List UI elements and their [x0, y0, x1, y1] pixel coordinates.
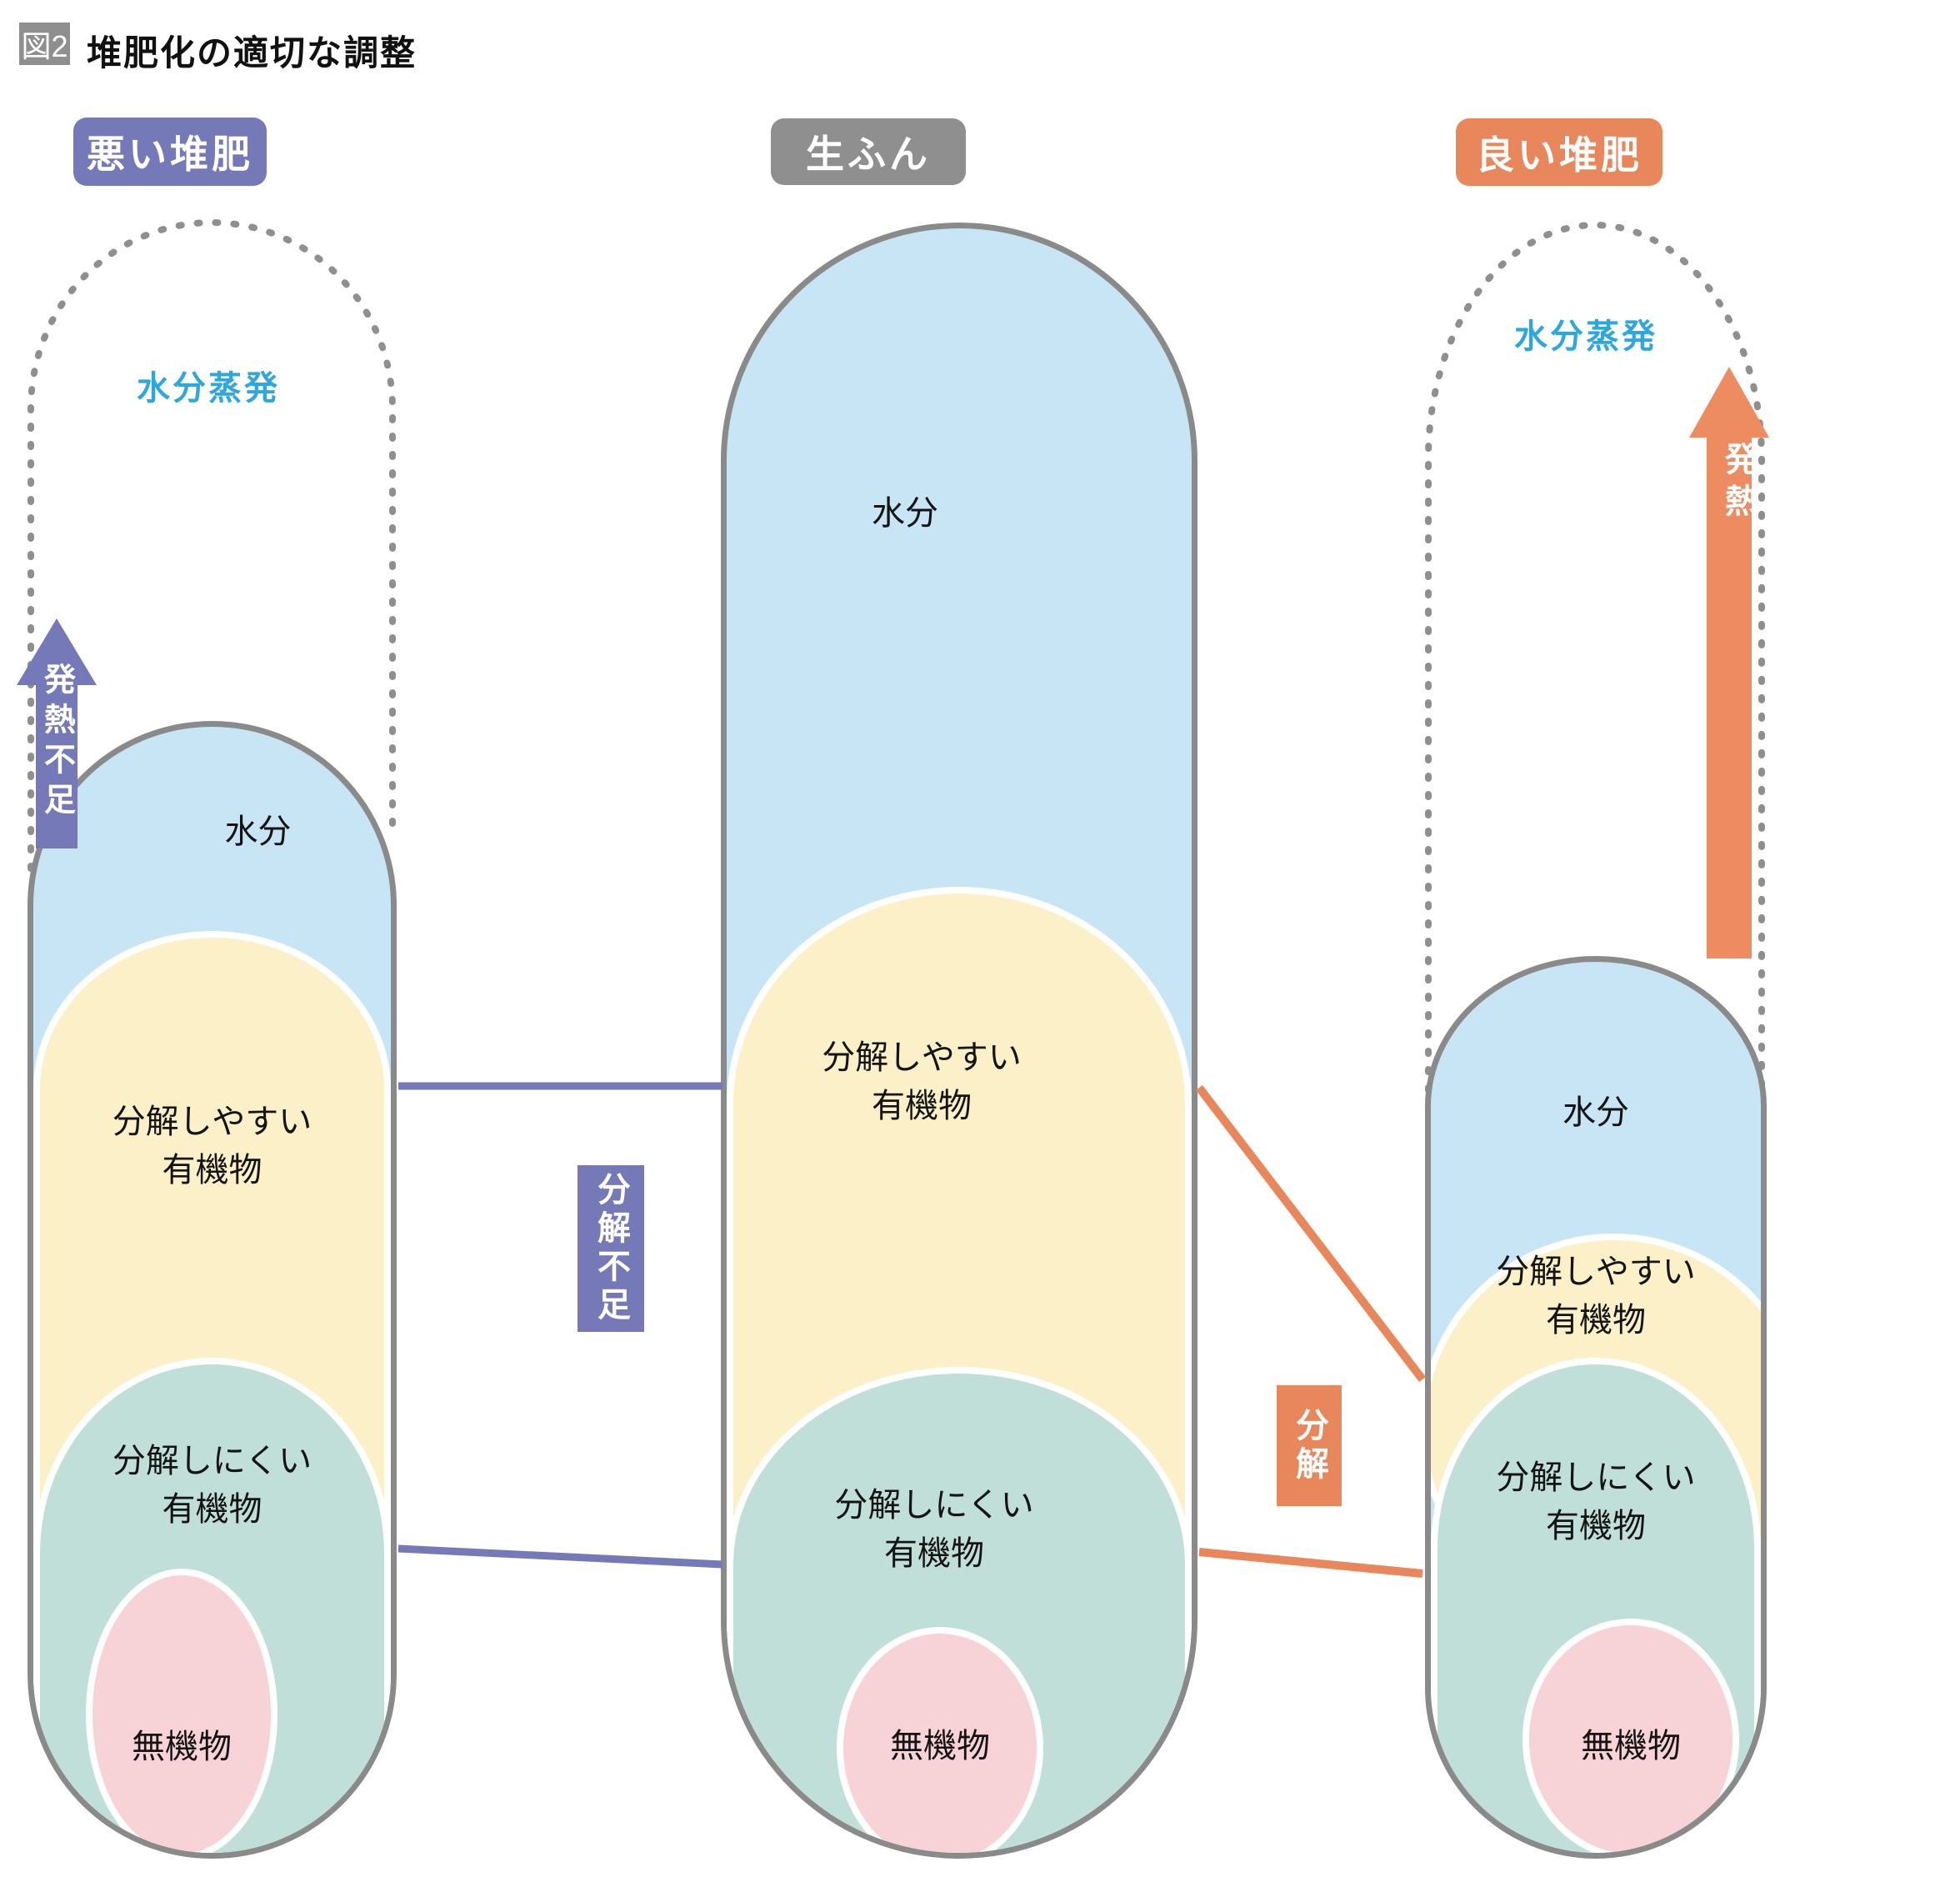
label-line: 分解しにくい [834, 1487, 1034, 1524]
label-line: 分解しにくい [112, 1443, 312, 1479]
label-water-good: 水分 [1562, 1094, 1629, 1131]
heat-arrow-head [1689, 367, 1769, 438]
label-line: 分解しやすい [1496, 1254, 1696, 1290]
label-water-bad: 水分 [224, 813, 292, 850]
heat-arrow-label: 発熱 [1720, 442, 1757, 525]
label-line: 分解しにくい [1496, 1459, 1696, 1496]
evaporation-label-good: 水分蒸発 [1514, 318, 1658, 355]
tag-insufficient-decomposition: 分解不足 [578, 1165, 644, 1332]
heat-shortage-arrow-head [17, 618, 97, 685]
layer-inorganic-raw [837, 1627, 1043, 1853]
figure-badge: 図2 [19, 23, 70, 65]
layer-inorganic-bad [86, 1569, 278, 1853]
figure-title: 堆肥化の適切な調整 [87, 33, 418, 73]
dashed-outline-bad [28, 219, 396, 872]
label-hard-organic-raw: 分解しにくい 有機物 [727, 1481, 1167, 1578]
layer-inorganic-good [1522, 1619, 1739, 1853]
label-line: 有機物 [872, 1088, 972, 1124]
label-inorganic-raw: 無機物 [890, 1728, 990, 1764]
heat-shortage-arrow-label: 発熱不足 [38, 663, 74, 823]
header-bad-compost: 悪い堆肥 [73, 118, 267, 186]
heat-shortage-arrow-body [36, 683, 78, 848]
label-inorganic-bad: 無機物 [132, 1729, 232, 1765]
header-raw-manure: 生ふん [771, 118, 966, 185]
label-line: 分解しやすい [822, 1039, 1022, 1076]
label-easy-organic-raw: 分解しやすい 有機物 [727, 1034, 1154, 1130]
label-hard-organic-good: 分解しにくい 有機物 [1431, 1454, 1761, 1550]
label-water-raw: 水分 [872, 495, 938, 532]
pill-good-compost: 水分 分解しやすい 有機物 分解しにくい 有機物 無機物 [1425, 956, 1767, 1859]
heat-arrow-body [1707, 436, 1752, 959]
tag-decomposition: 分解 [1277, 1385, 1342, 1506]
label-line: 分解しやすい [112, 1104, 312, 1140]
label-line: 有機物 [884, 1535, 984, 1572]
label-easy-organic-bad: 分解しやすい 有機物 [33, 1098, 391, 1194]
connector-hard-boundary-raw-good [1198, 1548, 1423, 1578]
label-easy-organic-good: 分解しやすい 有機物 [1431, 1248, 1761, 1344]
connector-hard-boundary-bad-raw [398, 1544, 723, 1569]
label-line: 有機物 [1546, 1302, 1646, 1339]
pill-raw-manure: 水分 分解しやすい 有機物 分解しにくい 有機物 無機物 [721, 223, 1198, 1859]
label-line: 有機物 [1546, 1508, 1646, 1544]
pill-bad-compost: 水分 分解しやすい 有機物 分解しにくい 有機物 無機物 [28, 721, 397, 1859]
connector-easy-boundary-raw-good [1196, 1084, 1426, 1383]
dashed-outline-good [1425, 222, 1765, 1094]
label-line: 有機物 [162, 1152, 262, 1189]
label-hard-organic-bad: 分解しにくい 有機物 [33, 1437, 391, 1534]
label-line: 有機物 [162, 1491, 262, 1528]
header-good-compost: 良い堆肥 [1456, 118, 1662, 186]
label-inorganic-good: 無機物 [1581, 1728, 1681, 1764]
evaporation-label-bad: 水分蒸発 [137, 370, 280, 407]
